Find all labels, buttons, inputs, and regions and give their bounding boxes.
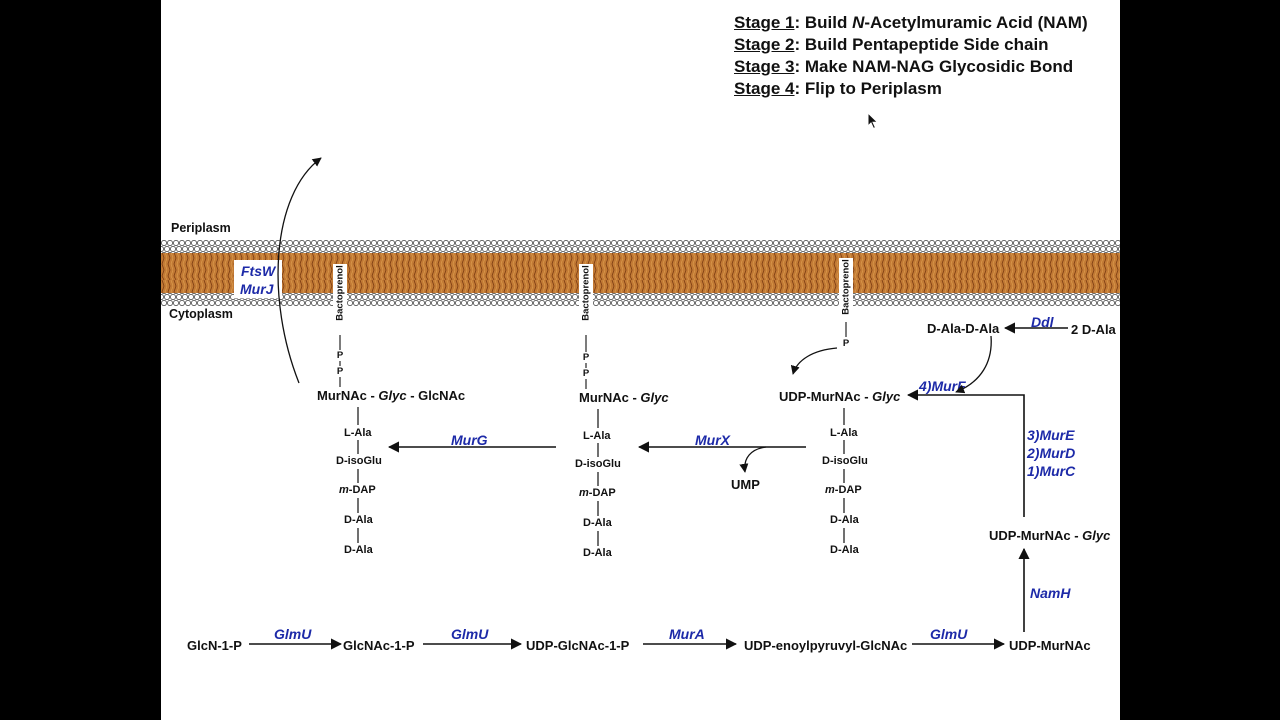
pep1-m-dap: m-DAP [339,484,376,496]
arrow-ump-curve [739,446,767,473]
pep1-d-ala-1: D-Ala [344,514,373,526]
namh-label: NamH [1030,585,1071,601]
stage-1: Stage 1: Build N-Acetylmuramic Acid (NAM… [734,13,1088,32]
phosphate-1b: P [336,366,344,377]
stage-2: Stage 2: Build Pentapeptide Side chain [734,35,1049,54]
arrow-flip [277,157,322,384]
glcnac-1-p-label: GlcNAc-1-P [343,638,415,653]
stage-list: Stage 1: Build N-Acetylmuramic Acid (NAM… [734,12,1088,100]
d-ala-d-ala-label: D-Ala-D-Ala [927,321,1000,336]
bactoprenol-2: Bactoprenol [579,264,593,322]
bactoprenol-1: Bactoprenol [333,264,347,322]
stage-3: Stage 3: Make NAM-NAG Glycosidic Bond [734,57,1074,76]
bactoprenol-3: Bactoprenol [839,258,853,316]
carrier-bonds [339,322,847,389]
pep2-l-ala: L-Ala [583,430,611,442]
pep1-d-isoglu: D-isoGlu [336,455,382,467]
glmu-label-3: GlmU [930,626,968,642]
murx-label: MurX [695,432,730,448]
pep3-l-ala: L-Ala [830,427,858,439]
pep2-d-ala-2: D-Ala [583,547,612,559]
ftsw-label: FtsW [241,263,276,279]
murc-label: 1)MurC [1027,463,1076,479]
glcn-1-p-label: GlcN-1-P [187,638,242,653]
udp-murnac-label: UDP-MurNAc [1009,638,1091,653]
lipid-bilayer [161,240,1120,306]
phosphate-1a: P [336,350,344,361]
pep1-l-ala: L-Ala [344,427,372,439]
udp-enoylpyruvyl-glcnac-label: UDP-enoylpyruvyl-GlcNAc [744,638,908,653]
pep3-d-ala-2: D-Ala [830,544,859,556]
arrow-dala-curve [955,335,992,394]
two-d-ala-label: 2 D-Ala [1071,322,1116,337]
arrow-murcdef [906,389,1025,517]
pep3-d-isoglu: D-isoGlu [822,455,868,467]
phosphate-3: P [842,338,850,349]
murf-label: 4)MurF [919,378,966,394]
pep1-d-ala-2: D-Ala [344,544,373,556]
mura-label: MurA [669,626,705,642]
glmu-label-2: GlmU [451,626,489,642]
udp-murnac-pentapeptide-label: UDP-MurNAc - Glyc [779,389,901,404]
pep2-m-dap: m-DAP [579,487,616,499]
ddl-label: Ddl [1031,314,1054,330]
murg-label: MurG [451,432,488,448]
murj-label: MurJ [240,281,274,297]
cytoplasm-label: Cytoplasm [169,307,233,321]
slide-canvas: Stage 1: Build N-Acetylmuramic Acid (NAM… [161,0,1120,720]
arrow-phosphate-curve [790,347,838,375]
pep3-d-ala-1: D-Ala [830,514,859,526]
stage-4: Stage 4: Flip to Periplasm [734,79,942,98]
udp-murnac-glyc-label: UDP-MurNAc - Glyc [989,528,1111,543]
pep2-d-isoglu: D-isoGlu [575,458,621,470]
murd-label: 2)MurD [1027,445,1076,461]
ump-label: UMP [731,477,760,492]
udp-glcnac-1-p-label: UDP-GlcNAc-1-P [526,638,630,653]
lipid-i-label: MurNAc - Glyc [579,390,669,405]
periplasm-label: Periplasm [171,221,231,235]
mure-label: 3)MurE [1027,427,1075,443]
lipid-ii-label: MurNAc - Glyc - GlcNAc [317,388,466,403]
pep3-m-dap: m-DAP [825,484,862,496]
glmu-label-1: GlmU [274,626,312,642]
phosphate-2b: P [582,368,590,379]
pathway-arrows [249,157,1068,650]
flippase-box: FtsW MurJ [234,260,282,298]
pep2-d-ala-1: D-Ala [583,517,612,529]
phosphate-2a: P [582,352,590,363]
mouse-cursor-icon [867,112,879,130]
